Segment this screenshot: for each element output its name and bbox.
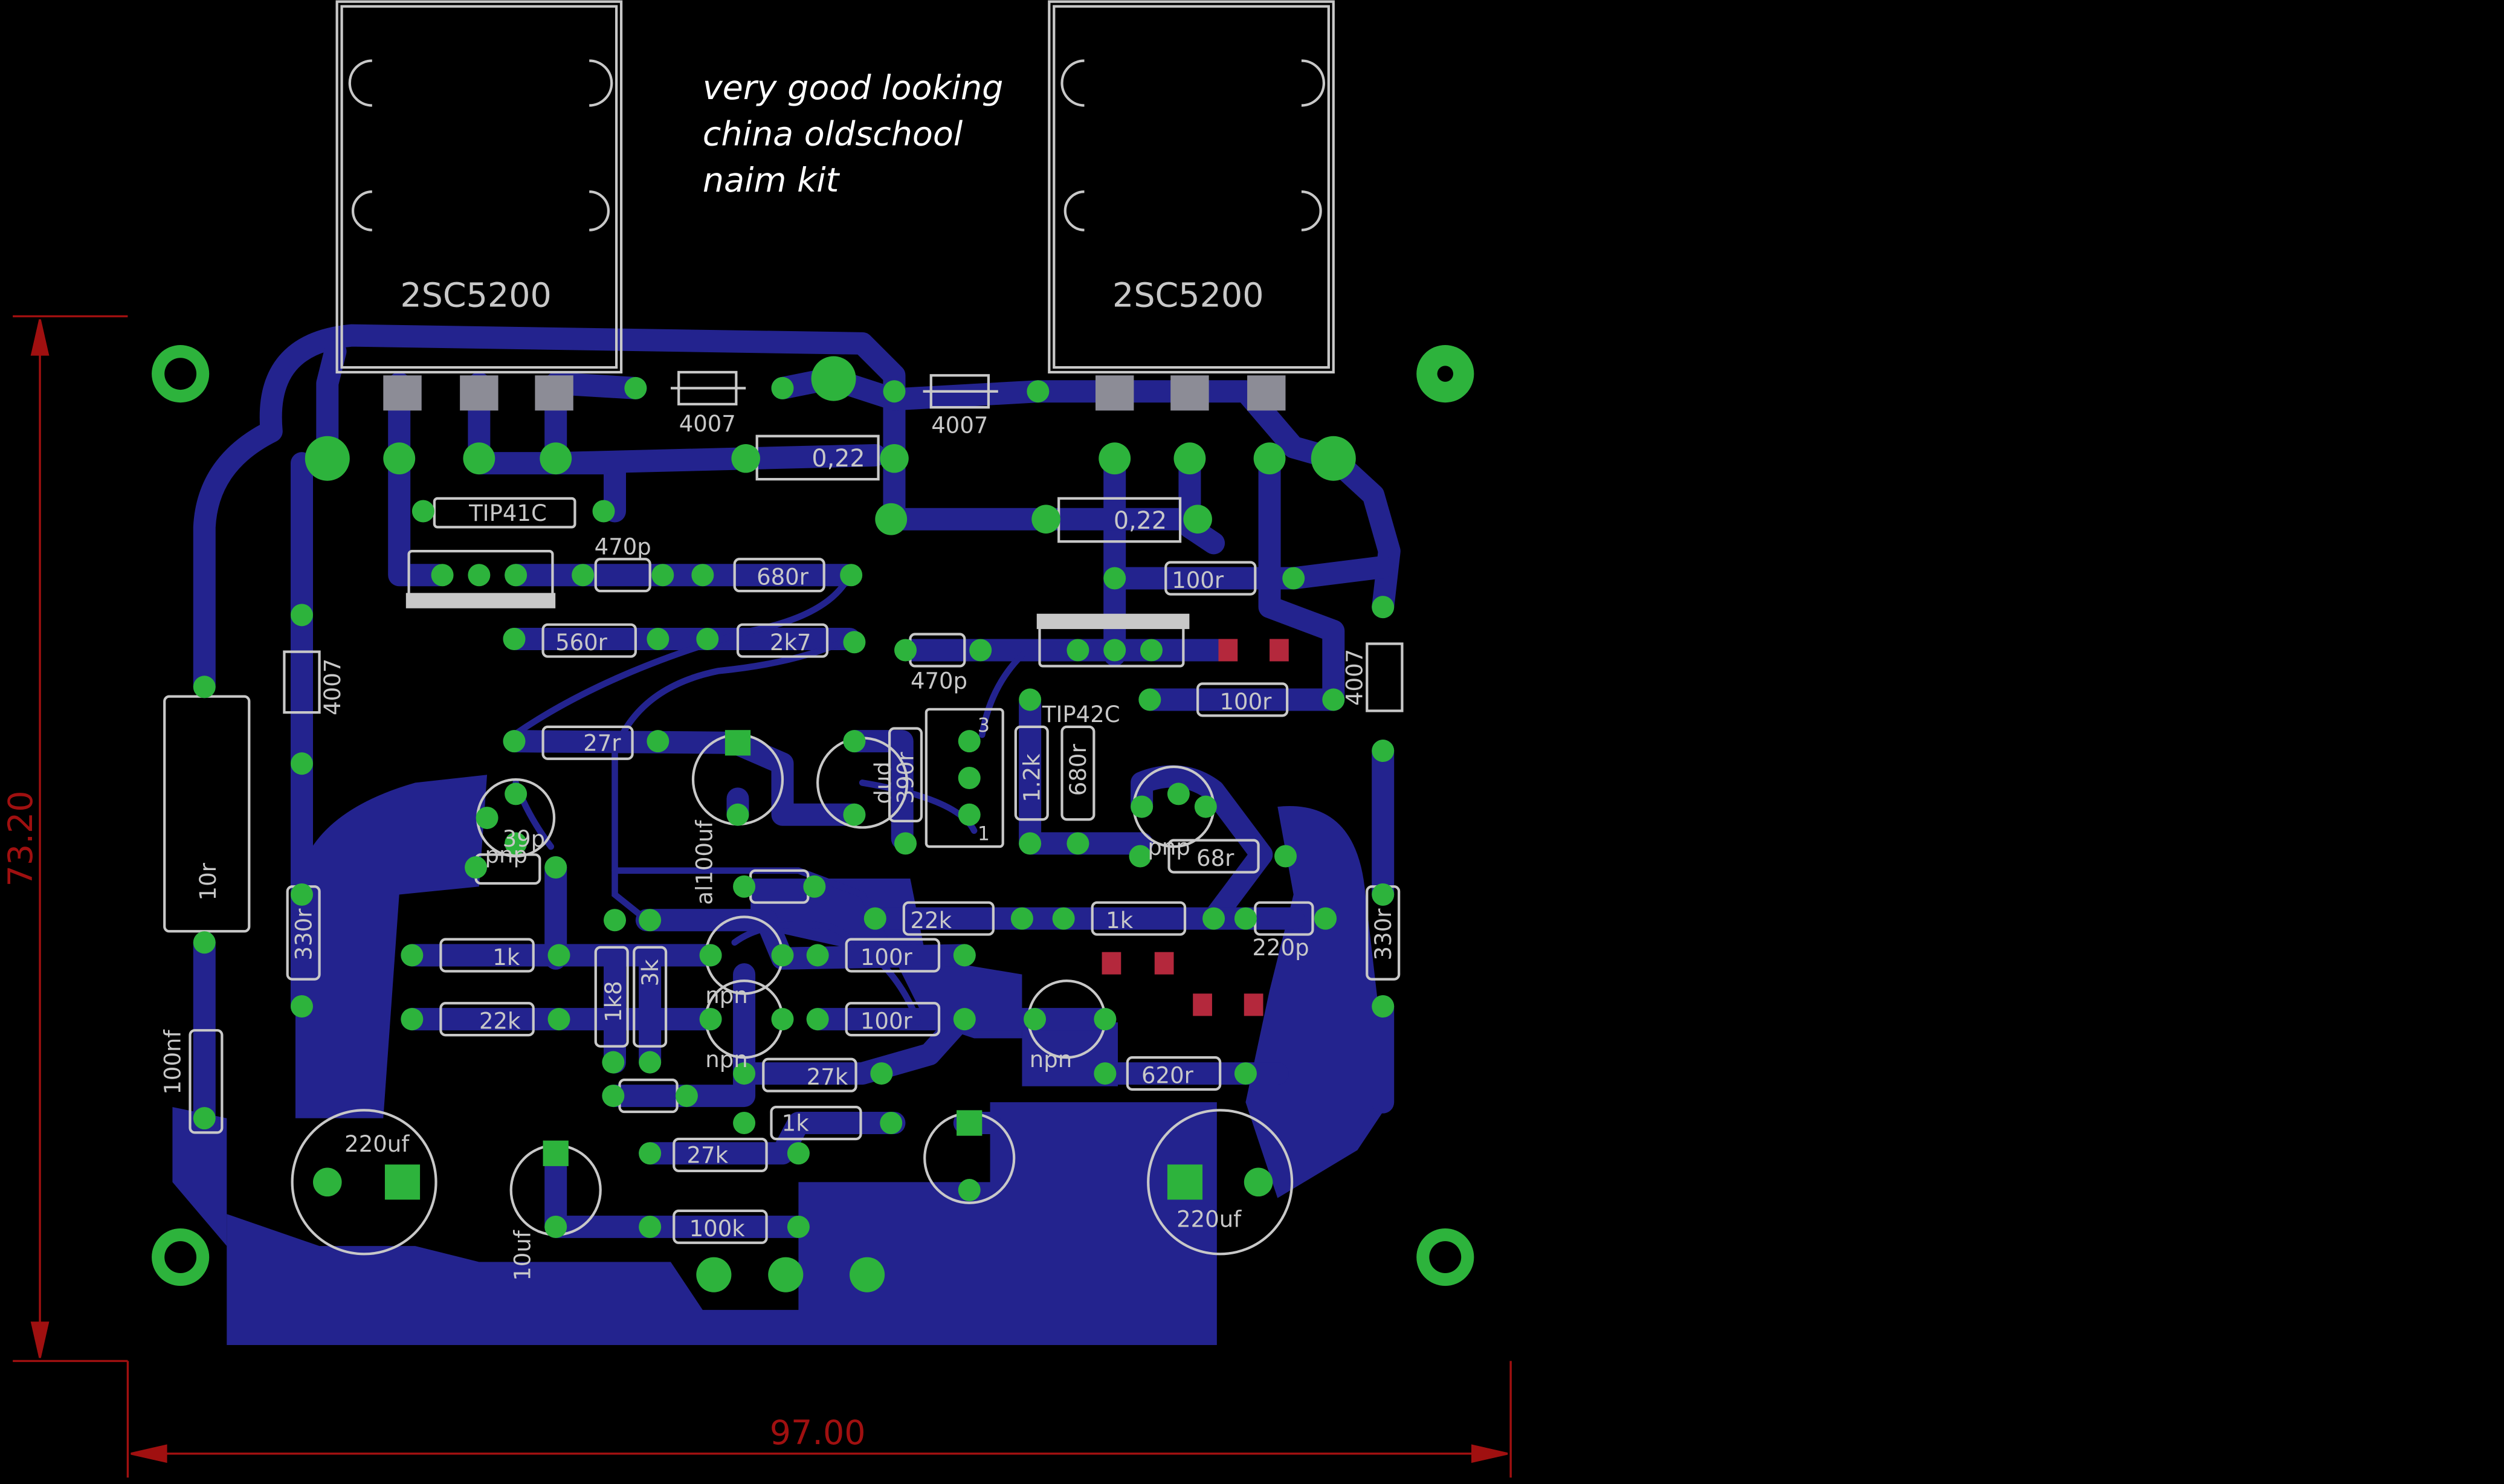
- c220uf-b-label: 220uf: [1176, 1206, 1242, 1232]
- r27k-b-label: 27k: [687, 1143, 729, 1169]
- r680-a-label: 680r: [757, 564, 809, 590]
- c-al100uf-label: al100uf: [692, 820, 718, 905]
- npn-c-label: npn: [1030, 1047, 1072, 1073]
- r560-label: 560r: [555, 630, 608, 656]
- r100-b-label: 100r: [1220, 689, 1273, 715]
- r27r-label: 27r: [583, 731, 621, 757]
- height-dimension-label: 73.20: [1, 790, 40, 886]
- c39p-label: 39p: [503, 826, 546, 852]
- c100nf-label: 100nf: [160, 1030, 186, 1095]
- large-pads: [305, 356, 1356, 1292]
- q-left-label: 2SC5200: [400, 276, 552, 315]
- d3-label: 4007: [320, 659, 346, 715]
- r100-c-label: 100r: [860, 944, 913, 970]
- r680-b-label: 680r: [1065, 744, 1091, 796]
- npn-b-label: npn: [705, 1047, 747, 1073]
- r390r-label: 390r: [893, 752, 919, 804]
- r10r-label: 10r: [195, 862, 221, 900]
- pnp-b-label: pnp: [873, 761, 899, 804]
- note-text: very good looking china oldschool naim k…: [703, 68, 1004, 200]
- d2-label: 4007: [931, 412, 988, 438]
- r27k-a-label: 27k: [807, 1064, 848, 1090]
- r68r-label: 68r: [1196, 845, 1234, 871]
- d1-label: 4007: [679, 411, 736, 437]
- r2k7-label: 2k7: [770, 630, 812, 656]
- r330-b-label: 330r: [1370, 908, 1396, 961]
- note-line-2: china oldschool: [703, 115, 963, 154]
- pnp-a-label: pnp: [485, 842, 528, 868]
- pot-pin3-label: 3: [978, 715, 990, 737]
- r1k2-label: 1.2k: [1019, 753, 1045, 802]
- to3p-right-outline: [1048, 0, 1335, 374]
- tip41c-label: TIP41C: [468, 500, 547, 526]
- pot-pin1-label: 1: [978, 824, 990, 845]
- dimension-lines: [13, 315, 1512, 1478]
- r1k-b-label: 1k: [492, 944, 520, 970]
- r22k-a-label: 22k: [911, 908, 952, 934]
- note-line-1: very good looking: [703, 68, 1004, 108]
- note-line-3: naim kit: [703, 161, 841, 200]
- silkscreen-text: 2SC5200 2SC5200 4007 4007 0,22 0,22 TIP4…: [160, 276, 1396, 1281]
- r1k-c-label: 1k: [782, 1111, 810, 1137]
- tip42c-label: TIP42C: [1042, 702, 1120, 727]
- transistor-tabs: [383, 375, 1286, 411]
- r022-left-label: 0,22: [812, 445, 865, 473]
- d4-label: 4007: [1341, 649, 1367, 706]
- r620r-label: 620r: [1141, 1062, 1194, 1088]
- r100k-label: 100k: [689, 1216, 746, 1242]
- r1k-a-label: 1k: [1106, 908, 1134, 934]
- r100-d-label: 100r: [860, 1008, 913, 1034]
- mounting-holes: [152, 345, 1474, 1286]
- pnp-c-label: pnp: [1147, 834, 1190, 860]
- r330-a-label: 330r: [291, 908, 317, 961]
- r3k-label: 3k: [637, 959, 663, 987]
- pads: [152, 345, 1474, 1292]
- to3p-left-outline: [335, 0, 623, 374]
- c470p-a-label: 470p: [595, 534, 651, 560]
- r22k-b-label: 22k: [479, 1008, 521, 1034]
- c470p-b-label: 470p: [911, 668, 967, 694]
- width-dimension-label: 97.00: [770, 1413, 866, 1453]
- npn-a-label: npn: [705, 982, 747, 1008]
- r1k8-label: 1k8: [601, 981, 627, 1022]
- r100-a-label: 100r: [1172, 567, 1224, 593]
- c10uf-label: 10uf: [509, 1230, 535, 1281]
- square-pads: [384, 730, 1203, 1200]
- r022-right-label: 0,22: [1114, 507, 1167, 535]
- through-hole-pads: [193, 376, 1395, 1238]
- c220uf-a-label: 220uf: [344, 1131, 410, 1157]
- q-right-label: 2SC5200: [1112, 276, 1264, 315]
- c220p-label: 220p: [1253, 935, 1309, 961]
- smd-pads: [1102, 639, 1289, 1016]
